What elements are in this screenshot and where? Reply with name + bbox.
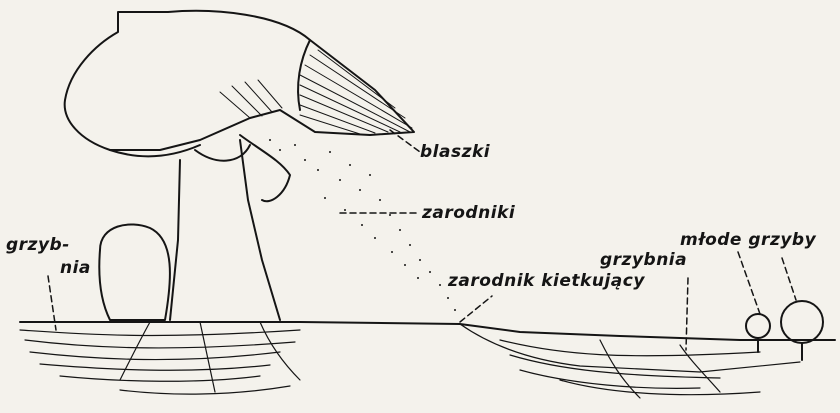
label-zarodnik-kielkujacy: zarodnik kietkujący [448,271,645,291]
spore-cloud [269,139,456,311]
mycelium-left [20,322,300,394]
label-blaszki: blaszki [420,142,490,162]
mushroom-gills [220,50,412,134]
label-mlode-grzyby: młode grzyby [680,230,816,250]
label-grzybnia-left-part2: nia [60,258,91,278]
young-mushroom-large [781,301,823,343]
mushroom-button [99,224,170,320]
label-grzybnia-left-part1: grzyb- [6,235,70,255]
leader-mlode-2 [782,258,796,300]
label-grzybnia-right: grzybnia [600,250,687,270]
mushroom-cap [65,11,414,150]
leader-zk [460,296,492,322]
label-zarodniki: zarodniki [422,203,515,223]
leader-mlode-1 [738,252,760,314]
mushroom-stem [170,140,280,320]
young-mushroom-small [746,314,770,338]
